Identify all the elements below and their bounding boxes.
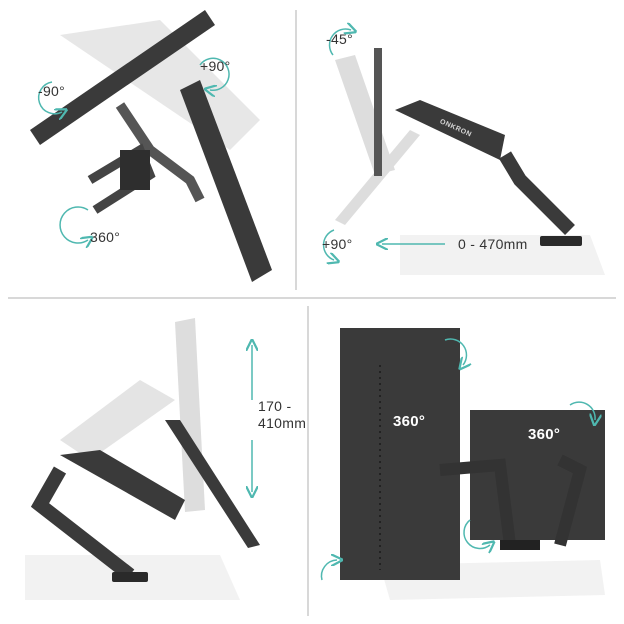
tilt-extension-illustration [335, 48, 605, 275]
rotation-illustration [340, 328, 605, 600]
rotate-landscape-label: 360° [528, 426, 561, 443]
extension-label: 0 - 470mm [458, 236, 528, 252]
height-label-line2: 410mm [258, 415, 307, 431]
tilt-up-label: -45° [326, 31, 354, 47]
rotate-arrow-icon [320, 560, 337, 581]
swivel-minus-label: -90° [38, 83, 66, 99]
rotate-arrow-icon [199, 57, 230, 90]
rotate-arrow-icon [322, 229, 334, 260]
rotate-arrow-icon [328, 29, 351, 56]
height-adjust-illustration [25, 318, 260, 600]
rotate-arrow-icon [59, 206, 88, 243]
rotate-arrow-icon [37, 81, 62, 114]
tilt-down-label: +90° [322, 236, 353, 252]
rotate-arrow-icon [444, 338, 466, 365]
rotate-portrait-label: 360° [393, 413, 426, 430]
swivel-plus-label: +90° [200, 58, 231, 74]
rotate-arrow-icon [463, 519, 490, 548]
height-label-line1: 170 - [258, 398, 292, 414]
rotate-label: 360° [90, 229, 121, 245]
dual-arm-swivel-illustration [30, 10, 272, 282]
rotate-arrow-icon [569, 401, 595, 420]
